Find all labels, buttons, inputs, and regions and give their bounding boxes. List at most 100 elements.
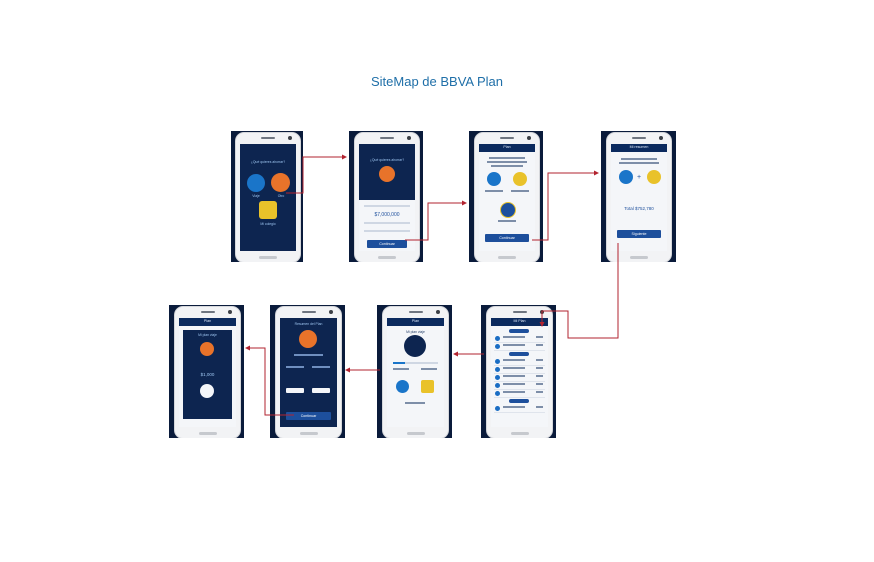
- option-text: [498, 220, 516, 222]
- list-item[interactable]: [494, 358, 545, 366]
- option-otro-label: Otro: [277, 194, 285, 198]
- plane-icon[interactable]: [247, 174, 265, 192]
- list-item[interactable]: [494, 335, 545, 343]
- screen-plan-progress[interactable]: Plan Mi plan viaje: [377, 305, 452, 438]
- phone-home-button[interactable]: [630, 256, 648, 259]
- input-line-3[interactable]: [364, 230, 410, 232]
- phone-speaker: [408, 311, 423, 313]
- genie-icon: [200, 384, 214, 398]
- goal-question: ¿Qué quieres ahorrar?: [250, 160, 286, 164]
- header-bar: Plan: [179, 318, 236, 326]
- phone-home-button[interactable]: [406, 432, 425, 435]
- bags-icon[interactable]: [271, 173, 290, 192]
- continue-button[interactable]: Continuar: [286, 412, 331, 420]
- flow-arrow-2: [405, 200, 467, 241]
- intro-text: [487, 161, 527, 163]
- screen-plan-summary[interactable]: Resumen del Plan Continuar: [270, 305, 345, 438]
- option-icon-3[interactable]: [500, 202, 516, 218]
- intro-text: [491, 165, 523, 167]
- footer-text: [405, 402, 425, 404]
- amount-value[interactable]: $7,000,000: [374, 212, 400, 218]
- phone-camera: [436, 310, 440, 314]
- page-title: SiteMap de BBVA Plan: [370, 74, 503, 89]
- option-viaje-label: Viaje: [252, 194, 260, 198]
- phone-frame: Resumen del Plan Continuar: [275, 306, 342, 438]
- genie-icon: [299, 330, 317, 348]
- screen-choose-goal[interactable]: ¿Qué quieres ahorrar? Viaje Otro Mi cole…: [231, 131, 303, 262]
- screen-final-plan[interactable]: Plan Mi plan viaje $1,000: [169, 305, 244, 438]
- bags-icon: [379, 166, 395, 182]
- screen-plan-options[interactable]: Plan Continuar: [469, 131, 543, 262]
- summary-text: [294, 354, 323, 356]
- phone-speaker: [380, 137, 394, 139]
- amount-question: ¿Qué quieres ahorrar?: [369, 158, 405, 162]
- phone-camera: [228, 310, 232, 314]
- goal-title: Mi plan viaje: [198, 333, 217, 337]
- header-bar: Plan: [479, 144, 535, 152]
- header-title: Plan: [503, 145, 511, 149]
- header-title: Mi Plan: [513, 319, 526, 323]
- input-line[interactable]: [364, 205, 410, 207]
- phone-speaker: [632, 137, 646, 139]
- input-line-2[interactable]: [364, 222, 410, 224]
- phone-display: Mi Plan: [491, 318, 548, 427]
- goal-title: Mi plan viaje: [406, 330, 425, 334]
- list-item[interactable]: [494, 366, 545, 374]
- header-title: Plan: [411, 319, 420, 323]
- flow-arrow-7: [245, 345, 294, 416]
- list-item[interactable]: [494, 343, 545, 351]
- phone-speaker: [512, 311, 527, 313]
- screen-plan-list[interactable]: Mi Plan: [481, 305, 556, 438]
- phone-camera: [288, 136, 292, 140]
- form-panel: $7,000,000 Continuar: [359, 200, 415, 251]
- stats-text: [421, 368, 437, 370]
- stats-text: [393, 368, 409, 370]
- phone-display: Resumen del Plan Continuar: [280, 318, 337, 427]
- header-bar: Mi resumen: [611, 144, 667, 152]
- phone-frame: Mi Plan: [486, 306, 553, 438]
- screen-summary[interactable]: Mi resumen + Total $752,780 Siguiente: [601, 131, 676, 262]
- flow-arrow-4: [539, 243, 619, 339]
- phone-home-button[interactable]: [198, 432, 217, 435]
- phone-home-button[interactable]: [378, 256, 396, 259]
- section-pill: [509, 399, 529, 403]
- continue-button[interactable]: Continuar: [367, 240, 407, 248]
- option-button-1[interactable]: [286, 388, 304, 393]
- phone-frame: Plan Mi plan viaje: [382, 306, 449, 438]
- plan-card: Mi plan viaje $1,000: [183, 330, 232, 419]
- option-fondo-label: Mi colegio: [260, 222, 276, 226]
- option-icon-2[interactable]: [421, 380, 434, 393]
- option-text: [485, 190, 503, 192]
- list-item[interactable]: [494, 374, 545, 382]
- continue-button[interactable]: Continuar: [485, 234, 529, 242]
- next-button[interactable]: Siguiente: [617, 230, 661, 238]
- list-item[interactable]: [494, 390, 545, 398]
- flow-arrow-3: [532, 170, 599, 241]
- list-item[interactable]: [494, 405, 545, 413]
- header-bar: Mi Plan: [491, 318, 548, 326]
- header-title: Plan: [203, 319, 212, 323]
- phone-speaker: [200, 311, 215, 313]
- list-item[interactable]: [494, 382, 545, 390]
- progress-fill: [393, 362, 405, 364]
- phone-camera: [527, 136, 531, 140]
- option-icon-1[interactable]: [396, 380, 409, 393]
- flow-arrow-1: [286, 154, 347, 194]
- coins-icon[interactable]: [259, 201, 277, 219]
- total-amount: Total $752,780: [624, 206, 654, 211]
- section-pill: [509, 329, 529, 333]
- coins-icon: [200, 342, 214, 356]
- phone-display: Mi resumen + Total $752,780 Siguiente: [611, 144, 667, 251]
- phone-camera: [329, 310, 333, 314]
- option-icon-2[interactable]: [513, 172, 527, 186]
- option-icon-1[interactable]: [487, 172, 501, 186]
- phone-home-button[interactable]: [259, 256, 277, 259]
- phone-home-button[interactable]: [299, 432, 318, 435]
- phone-home-button[interactable]: [498, 256, 516, 259]
- option-button-2[interactable]: [312, 388, 330, 393]
- phone-frame: ¿Qué quieres ahorrar? Viaje Otro Mi cole…: [235, 132, 301, 262]
- intro-text: [619, 162, 659, 164]
- summary-text: [312, 366, 330, 368]
- phone-home-button[interactable]: [510, 432, 529, 435]
